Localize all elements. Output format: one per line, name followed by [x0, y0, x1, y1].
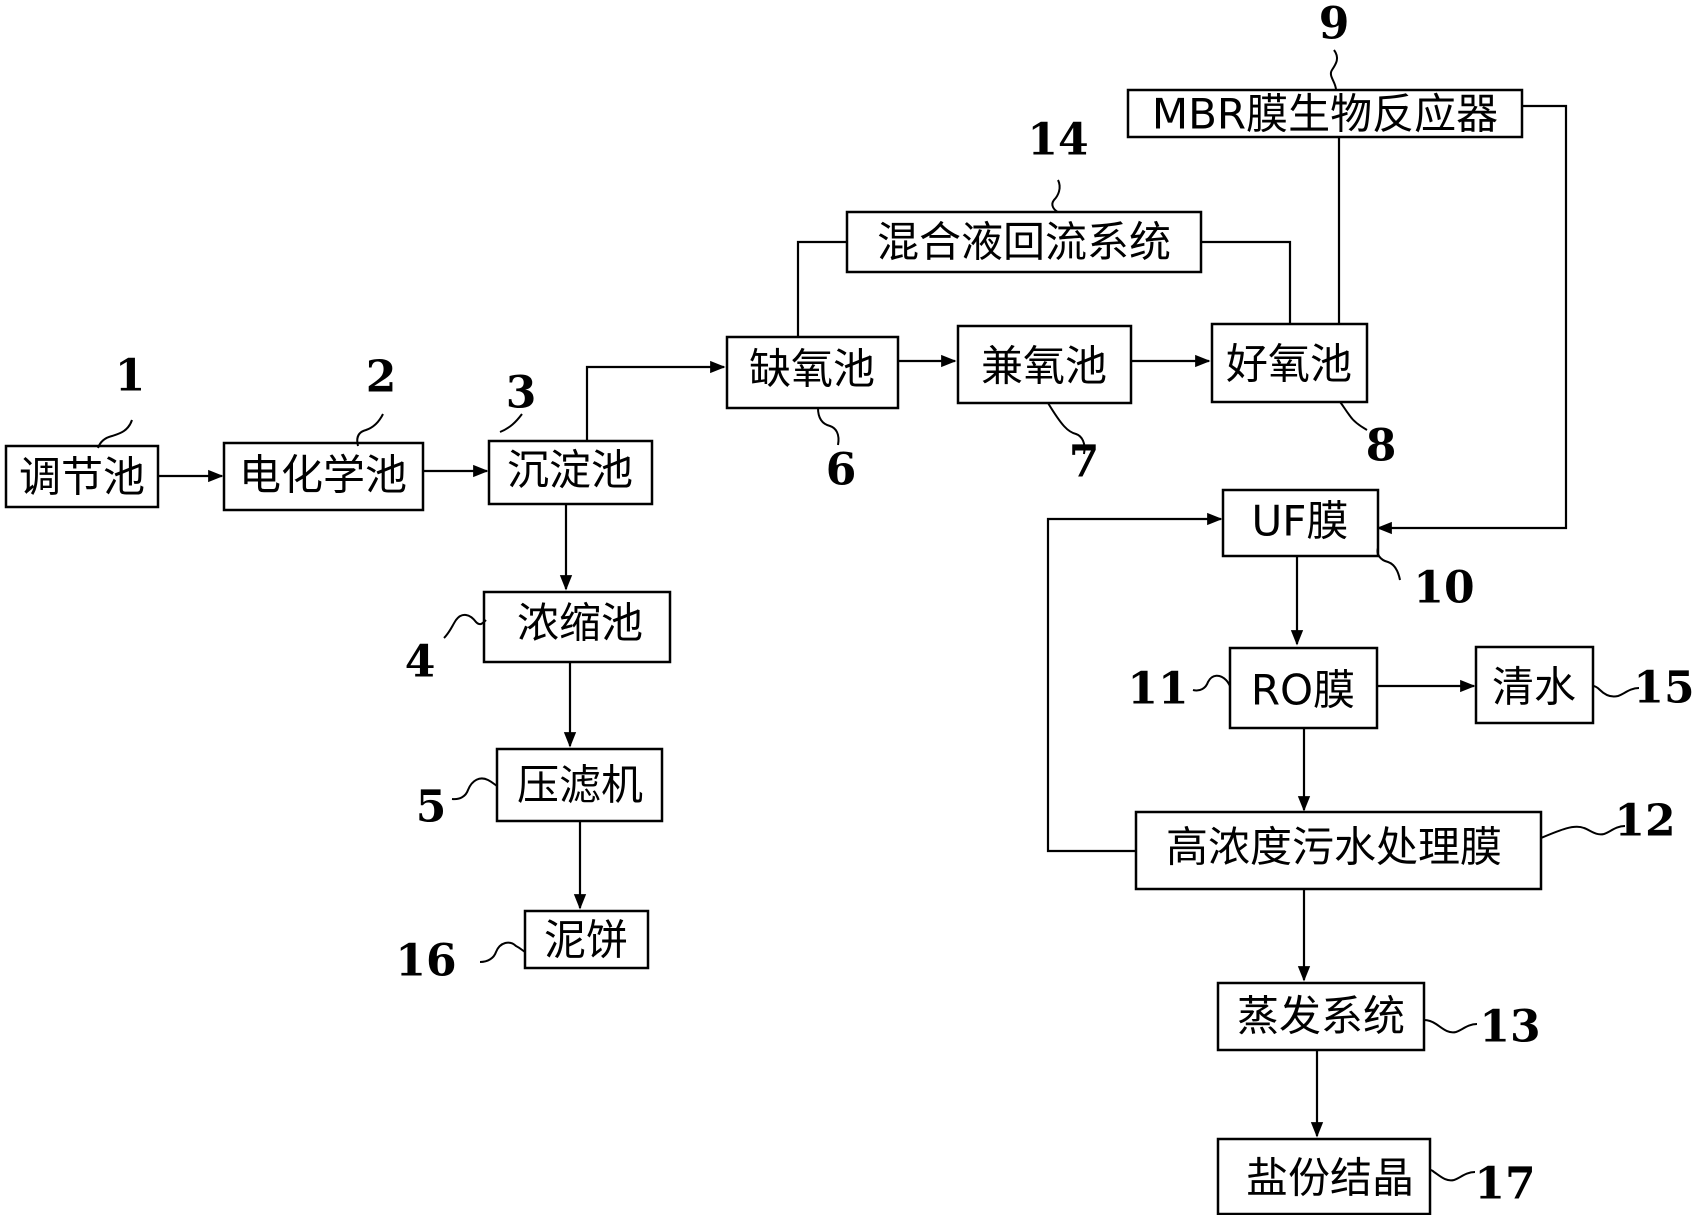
leader-n6 — [817, 407, 840, 446]
node-n16: 泥饼 — [523, 909, 650, 970]
node-box — [725, 335, 900, 410]
callout-number-n8: 8 — [1366, 421, 1397, 472]
node-box — [523, 909, 650, 970]
node-label: 清水 — [1492, 663, 1576, 712]
node-box — [1126, 88, 1524, 139]
node-n8: 好氧池 — [1210, 322, 1369, 404]
leader-n4 — [443, 614, 487, 639]
callout-numbers: 1 2 3 4 5 16 6 7 8 9 14 10 11 15 12 13 1… — [115, 0, 1694, 1210]
node-box — [1221, 488, 1380, 558]
node-label: UF膜 — [1252, 497, 1349, 546]
callout-number-n10: 10 — [1413, 563, 1474, 614]
node-label: 蒸发系统 — [1237, 992, 1405, 1041]
leader-n11 — [1192, 674, 1231, 692]
edge-n14-n6 — [796, 240, 847, 337]
leader-n16 — [479, 941, 526, 963]
node-label: 压滤机 — [517, 761, 643, 810]
callout-number-n16: 16 — [395, 936, 456, 987]
callout-number-n9: 9 — [1319, 0, 1350, 50]
node-box — [482, 590, 672, 664]
callout-number-n4: 4 — [405, 637, 436, 688]
node-box — [1228, 646, 1379, 730]
node-label: 沉淀池 — [507, 446, 633, 495]
leader-n5 — [451, 777, 498, 801]
node-label: MBR膜生物反应器 — [1152, 90, 1498, 139]
callout-number-n12: 12 — [1614, 796, 1675, 847]
callout-leaders — [97, 49, 1640, 1182]
callout-number-n11: 11 — [1127, 664, 1188, 715]
callout-number-n2: 2 — [366, 352, 397, 403]
node-n11: RO膜 — [1228, 646, 1379, 730]
node-box — [1216, 981, 1426, 1052]
node-box — [1216, 1137, 1432, 1215]
node-n9: MBR膜生物反应器 — [1126, 88, 1524, 139]
leader-n3 — [499, 413, 523, 433]
node-label: 混合液回流系统 — [877, 218, 1171, 267]
node-box — [956, 324, 1133, 405]
callout-number-n13: 13 — [1479, 1002, 1540, 1053]
node-n6: 缺氧池 — [725, 335, 900, 410]
leader-n13 — [1423, 1019, 1478, 1034]
leader-n8 — [1339, 401, 1368, 431]
node-label: 好氧池 — [1226, 340, 1352, 389]
node-n10: UF膜 — [1221, 488, 1380, 558]
callout-number-n14: 14 — [1027, 115, 1088, 166]
node-label: 泥饼 — [544, 916, 628, 965]
leader-n12 — [1540, 825, 1626, 839]
node-label: 高浓度污水处理膜 — [1166, 823, 1502, 872]
callout-number-n17: 17 — [1474, 1159, 1535, 1210]
edge-n3-n6 — [585, 360, 726, 441]
leader-n15 — [1592, 685, 1640, 698]
leader-n10 — [1376, 547, 1401, 581]
node-label: 兼氧池 — [981, 342, 1107, 391]
edge-n9-n10 — [1376, 104, 1568, 535]
leader-n9 — [1329, 49, 1339, 91]
leader-n2 — [356, 413, 384, 447]
leader-n1 — [97, 419, 133, 449]
node-label: 电化学池 — [239, 451, 407, 500]
node-n12: 高浓度污水处理膜 — [1134, 810, 1543, 891]
node-n15: 清水 — [1474, 645, 1595, 725]
edge-n12-n10 — [1046, 512, 1223, 853]
node-label: 调节池 — [19, 453, 145, 502]
node-n2: 电化学池 — [222, 441, 425, 512]
callout-number-n15: 15 — [1633, 663, 1694, 714]
node-box — [1210, 322, 1369, 404]
node-box — [845, 210, 1203, 274]
node-n4: 浓缩池 — [482, 590, 672, 664]
node-box — [1134, 810, 1543, 891]
callout-number-n5: 5 — [416, 782, 447, 833]
node-n5: 压滤机 — [495, 747, 664, 823]
node-n1: 调节池 — [4, 444, 160, 509]
node-n7: 兼氧池 — [956, 324, 1133, 405]
node-n3: 沉淀池 — [487, 439, 654, 506]
leader-n7 — [1047, 402, 1086, 455]
node-box — [222, 441, 425, 512]
callout-number-n6: 6 — [826, 445, 857, 496]
node-n13: 蒸发系统 — [1216, 981, 1426, 1052]
node-box — [487, 439, 654, 506]
connectors — [158, 104, 1568, 1138]
edge-n8-n14 — [1201, 240, 1292, 324]
node-box — [495, 747, 664, 823]
leader-n14 — [1051, 179, 1061, 213]
node-label: 缺氧池 — [749, 345, 875, 394]
callout-number-n3: 3 — [506, 368, 537, 419]
leader-n17 — [1429, 1169, 1476, 1182]
callout-number-n1: 1 — [115, 351, 146, 402]
node-label: 浓缩池 — [517, 599, 643, 648]
node-label: 盐份结晶 — [1246, 1154, 1414, 1203]
node-label: RO膜 — [1251, 666, 1355, 715]
node-n17: 盐份结晶 — [1216, 1137, 1432, 1215]
callout-number-n7: 7 — [1069, 437, 1100, 488]
node-box — [4, 444, 160, 509]
node-n14: 混合液回流系统 — [845, 210, 1203, 274]
